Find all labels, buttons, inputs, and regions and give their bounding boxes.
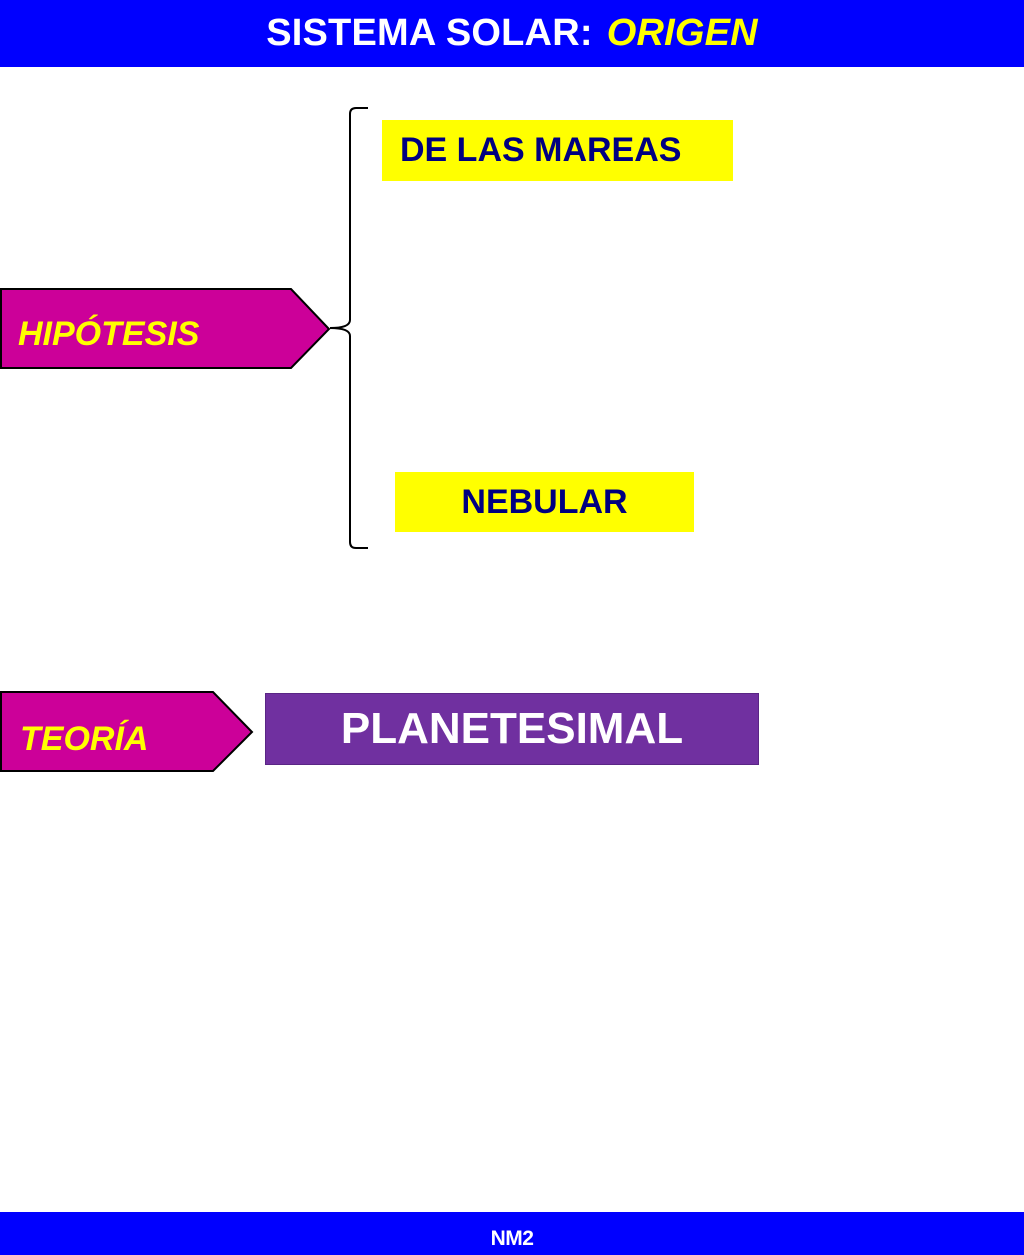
- footer-label: NM2: [490, 1226, 534, 1250]
- hipotesis-arrow: HIPÓTESIS: [0, 288, 332, 370]
- teoria-arrow-shape: [0, 691, 254, 772]
- teoria-result-planetesimal: PLANETESIMAL: [265, 693, 759, 765]
- title-bar: SISTEMA SOLAR: ORIGEN: [0, 0, 1024, 67]
- teoria-result-label: PLANETESIMAL: [340, 704, 684, 753]
- title-emphasis: ORIGEN: [606, 12, 758, 54]
- hipotesis-arrow-shape: [0, 288, 331, 369]
- option-de-las-mareas: DE LAS MAREAS: [382, 120, 733, 181]
- option-nebular: NEBULAR: [395, 472, 694, 532]
- hipotesis-label: HIPÓTESIS: [18, 315, 200, 353]
- teoria-label: TEORÍA: [20, 720, 149, 758]
- teoria-arrow: TEORÍA: [0, 691, 256, 773]
- title-main: SISTEMA SOLAR:: [266, 12, 593, 54]
- option-nebular-label: NEBULAR: [461, 482, 628, 521]
- footer-bar: NM2: [0, 1212, 1024, 1255]
- option-de-las-mareas-label: DE LAS MAREAS: [400, 131, 682, 169]
- hipotesis-brace: [329, 107, 368, 549]
